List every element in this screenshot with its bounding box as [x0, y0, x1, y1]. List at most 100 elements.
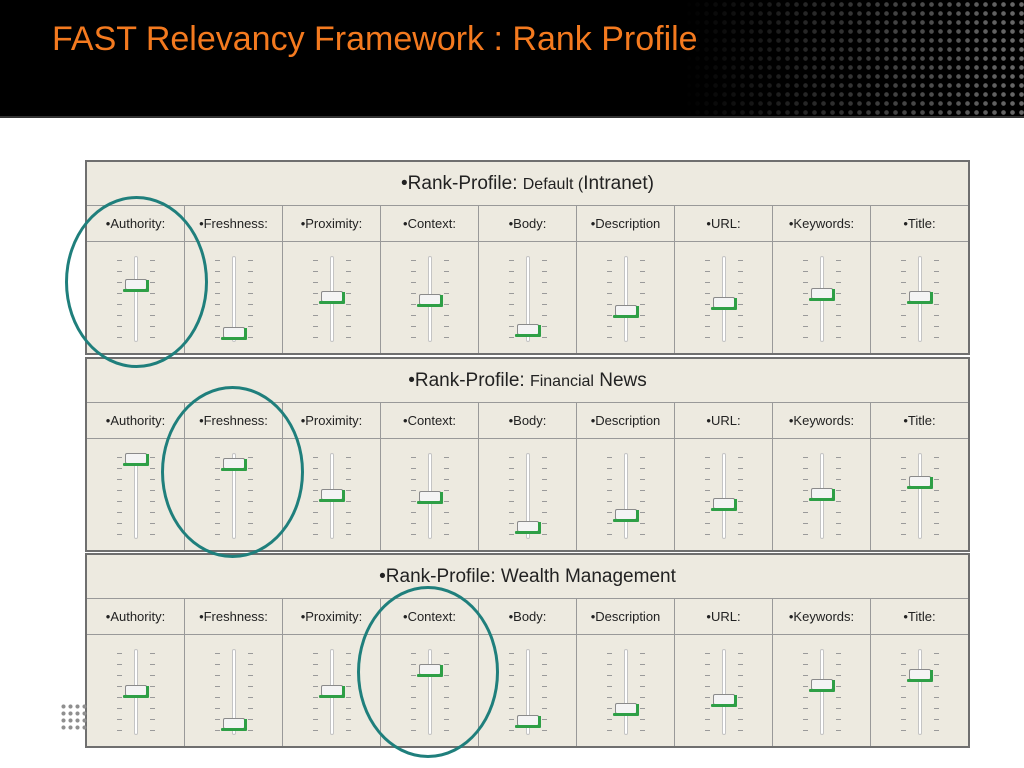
- slider-thumb[interactable]: [906, 476, 933, 489]
- slider-tick: [835, 523, 841, 524]
- slider-thumb[interactable]: [416, 491, 443, 504]
- slider-tick: [639, 708, 645, 709]
- weight-slider[interactable]: [604, 453, 648, 539]
- slider-track[interactable]: [525, 649, 530, 735]
- weight-slider[interactable]: [310, 256, 354, 342]
- slider-tick: [639, 490, 645, 491]
- dots-logo-icon: [60, 703, 88, 731]
- slider-tick: [345, 479, 351, 480]
- slider-thumb[interactable]: [906, 669, 933, 682]
- weight-slider[interactable]: [114, 649, 158, 735]
- slider-cell: [577, 242, 675, 353]
- weight-slider[interactable]: [506, 649, 550, 735]
- slider-tick: [508, 457, 514, 458]
- slider-track[interactable]: [231, 453, 236, 539]
- slider-tick: [737, 337, 743, 338]
- weight-slider[interactable]: [702, 649, 746, 735]
- slider-thumb[interactable]: [122, 453, 149, 466]
- slider-track[interactable]: [525, 256, 530, 342]
- slider-tick: [312, 271, 318, 272]
- slider-track[interactable]: [623, 256, 628, 342]
- slider-thumb[interactable]: [808, 488, 835, 501]
- weight-slider[interactable]: [114, 453, 158, 539]
- slider-thumb[interactable]: [710, 498, 737, 511]
- slider-track[interactable]: [623, 453, 628, 539]
- weight-slider[interactable]: [408, 649, 452, 735]
- slider-thumb[interactable]: [710, 297, 737, 310]
- slider-tick: [900, 315, 906, 316]
- slider-tick: [933, 708, 939, 709]
- slider-track[interactable]: [917, 453, 922, 539]
- slider-track[interactable]: [231, 256, 236, 342]
- slider-thumb[interactable]: [612, 703, 639, 716]
- slider-tick: [214, 260, 220, 261]
- slider-thumb[interactable]: [318, 489, 345, 502]
- slider-thumb[interactable]: [220, 718, 247, 731]
- slider-tick: [312, 523, 318, 524]
- slider-tick: [508, 697, 514, 698]
- weight-slider[interactable]: [898, 453, 942, 539]
- slider-tick: [149, 501, 155, 502]
- slider-tick: [704, 523, 710, 524]
- slider-tick: [835, 337, 841, 338]
- weight-slider[interactable]: [898, 256, 942, 342]
- weight-slider[interactable]: [506, 453, 550, 539]
- weight-slider[interactable]: [212, 453, 256, 539]
- slider-thumb[interactable]: [612, 305, 639, 318]
- weight-slider[interactable]: [212, 256, 256, 342]
- slider-tick: [737, 523, 743, 524]
- weight-slider[interactable]: [898, 649, 942, 735]
- weight-slider[interactable]: [604, 649, 648, 735]
- slider-tick: [704, 326, 710, 327]
- weight-slider[interactable]: [702, 256, 746, 342]
- weight-slider[interactable]: [408, 453, 452, 539]
- slider-thumb[interactable]: [318, 291, 345, 304]
- slider-thumb[interactable]: [220, 458, 247, 471]
- slider-thumb[interactable]: [514, 715, 541, 728]
- slider-cell: [773, 439, 871, 550]
- slider-thumb[interactable]: [122, 279, 149, 292]
- weight-slider[interactable]: [114, 256, 158, 342]
- weight-slider[interactable]: [604, 256, 648, 342]
- slider-track[interactable]: [819, 649, 824, 735]
- slider-tick: [508, 326, 514, 327]
- slider-track[interactable]: [427, 649, 432, 735]
- slider-thumb[interactable]: [808, 679, 835, 692]
- slider-track[interactable]: [917, 649, 922, 735]
- slider-thumb[interactable]: [122, 685, 149, 698]
- slider-cell: [577, 439, 675, 550]
- slider-track[interactable]: [721, 453, 726, 539]
- slider-tick: [410, 512, 416, 513]
- weight-slider[interactable]: [310, 453, 354, 539]
- weight-slider[interactable]: [800, 256, 844, 342]
- weight-slider[interactable]: [212, 649, 256, 735]
- weight-slider[interactable]: [310, 649, 354, 735]
- slider-tick: [247, 664, 253, 665]
- slider-track[interactable]: [721, 649, 726, 735]
- column-header: •Keywords:: [773, 206, 871, 242]
- slider-thumb[interactable]: [514, 324, 541, 337]
- weight-slider[interactable]: [800, 453, 844, 539]
- slider-thumb[interactable]: [220, 327, 247, 340]
- slider-track[interactable]: [525, 453, 530, 539]
- slider-thumb[interactable]: [808, 288, 835, 301]
- slider-tick: [835, 457, 841, 458]
- weight-slider[interactable]: [800, 649, 844, 735]
- slider-thumb[interactable]: [906, 291, 933, 304]
- slider-tick: [835, 653, 841, 654]
- column-header: •Context:: [381, 403, 479, 439]
- weight-slider[interactable]: [702, 453, 746, 539]
- slider-thumb[interactable]: [318, 685, 345, 698]
- slider-tick: [312, 479, 318, 480]
- slider-track[interactable]: [623, 649, 628, 735]
- weight-slider[interactable]: [506, 256, 550, 342]
- slider-thumb[interactable]: [612, 509, 639, 522]
- slider-track[interactable]: [133, 256, 138, 342]
- slider-thumb[interactable]: [416, 664, 443, 677]
- slider-track[interactable]: [231, 649, 236, 735]
- slider-thumb[interactable]: [514, 521, 541, 534]
- weight-slider[interactable]: [408, 256, 452, 342]
- slider-tick: [116, 664, 122, 665]
- slider-thumb[interactable]: [416, 294, 443, 307]
- slider-thumb[interactable]: [710, 694, 737, 707]
